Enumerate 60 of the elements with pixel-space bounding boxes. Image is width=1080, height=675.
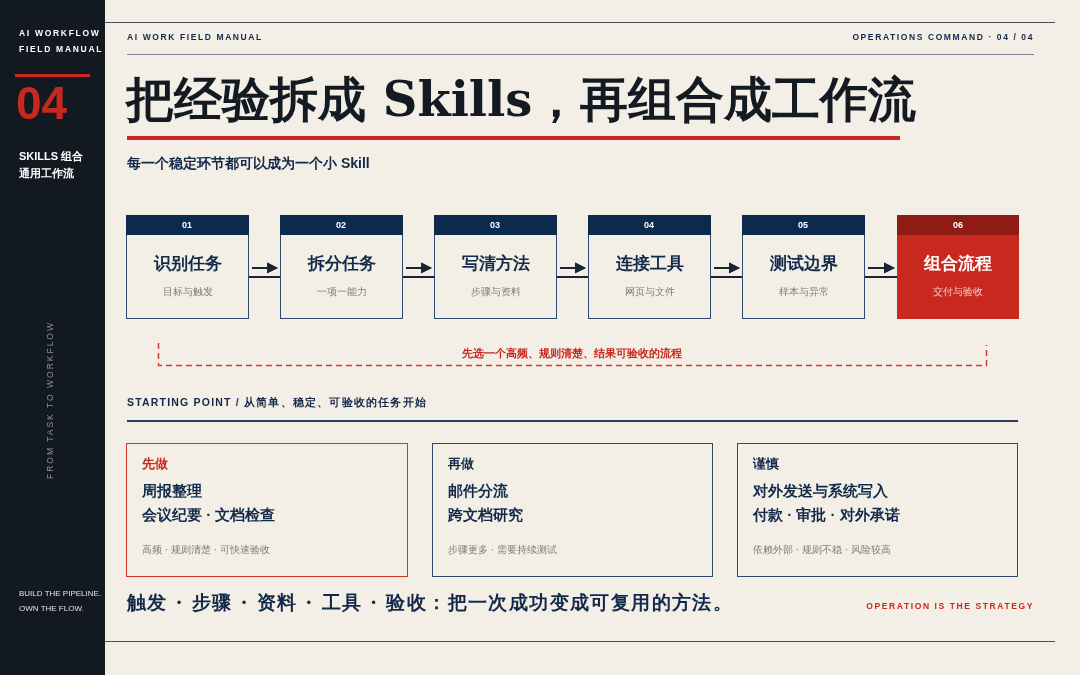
card-heading: 再做 [448, 456, 474, 472]
step-number: 06 [897, 215, 1019, 235]
step-subtitle: 一项一能力 [316, 285, 367, 298]
card-heading: 先做 [142, 456, 168, 472]
task-item: 对外发送与系统写入 [753, 482, 888, 500]
footer-slogan: OPERATION IS THE STRATEGY [866, 601, 1034, 612]
card-heading: 谨慎 [753, 456, 779, 472]
step-title: 连接工具 [615, 253, 684, 274]
arrow [248, 263, 281, 278]
vertical-tagline: FROM TASK TO WORKFLOW [44, 321, 56, 479]
step-subtitle: 步骤与资料 [470, 285, 521, 298]
step-number: 02 [279, 214, 403, 235]
step-subtitle: 样本与异常 [778, 285, 829, 298]
step-number: 03 [433, 214, 557, 235]
step-box [742, 215, 865, 319]
step-title: 拆分任务 [307, 253, 376, 274]
step-box [126, 215, 249, 319]
chapter-name: SKILLS 组合 [19, 150, 84, 164]
summary-sentence: 触发 · 步骤 · 资料 · 工具 · 验收：把一次成功变成可复用的方法。 [127, 591, 734, 614]
step-subtitle: 交付与验收 [933, 286, 983, 298]
card-note: 步骤更多 · 需要持续测试 [448, 544, 557, 556]
section-heading: STARTING POINT / 从简单、稳定、可验收的任务开始 [127, 396, 428, 409]
step-box [280, 215, 403, 319]
chapter-number: 04 [16, 80, 68, 126]
priority-card [126, 443, 408, 577]
card-note: 高频 · 规则清楚 · 可快速验收 [142, 544, 270, 556]
bracket-label: 先选一个高频、规则清楚、结果可验收的流程 [462, 347, 682, 361]
step-subtitle: 网页与文件 [624, 285, 675, 298]
step-subtitle: 目标与触发 [162, 285, 213, 298]
task-item: 会议纪要 · 文档检查 [142, 506, 276, 524]
arrow [556, 263, 589, 278]
manual-title: AI WORKFLOW [19, 28, 101, 39]
step-title: 写清方法 [461, 253, 530, 274]
task-item: 付款 · 审批 · 对外承诺 [753, 506, 900, 524]
step-number: 04 [587, 214, 711, 235]
task-item: 邮件分流 [448, 482, 508, 500]
title: 把经验拆成 Skills，再组合成工作流 [126, 71, 917, 129]
chapter-name: 通用工作流 [19, 167, 74, 181]
step-title: 组合流程 [924, 254, 992, 275]
task-item: 周报整理 [142, 482, 202, 500]
subtitle: 每一个稳定环节都可以成为一个小 Skill [127, 155, 370, 172]
page-counter: OPERATIONS COMMAND · 04 / 04 [852, 32, 1034, 43]
priority-card [737, 443, 1018, 577]
header-kicker: AI WORK FIELD MANUAL [127, 32, 263, 43]
arrow [864, 263, 898, 278]
card-note: 依赖外部 · 规则不稳 · 风险较高 [753, 544, 891, 556]
manual-title: FIELD MANUAL [19, 44, 104, 55]
step-box [434, 215, 557, 319]
tagline: BUILD THE PIPELINE. [19, 589, 102, 599]
step-title: 识别任务 [153, 253, 222, 274]
step-box [588, 215, 711, 319]
tagline: OWN THE FLOW. [19, 604, 84, 614]
step-box [897, 215, 1019, 319]
arrow [402, 263, 435, 278]
task-item: 跨文档研究 [448, 506, 523, 524]
step-number: 05 [741, 214, 865, 235]
priority-card [432, 443, 713, 577]
step-number: 01 [125, 214, 249, 235]
arrow [710, 263, 743, 278]
step-title: 测试边界 [769, 253, 838, 274]
